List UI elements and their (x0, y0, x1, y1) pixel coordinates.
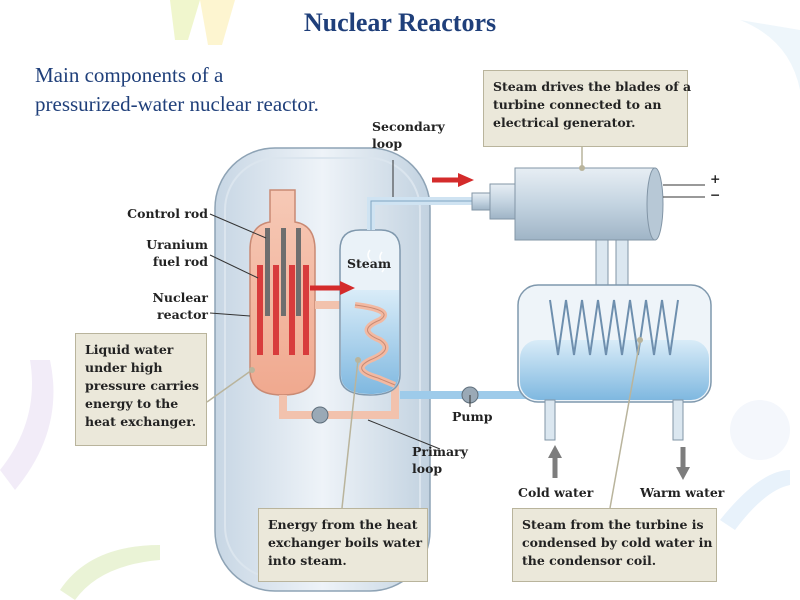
label-primary-loop-line2: loop (412, 461, 443, 476)
note-condensed-line1: Steam from the turbine is (522, 517, 704, 532)
label-nuclear-line1: Nuclear (152, 290, 208, 305)
note-condensed-line2: condensed by cold water in (522, 535, 713, 550)
note-energy: Energy from the heat exchanger boils wat… (258, 508, 428, 582)
label-nuclear-reactor: Nuclear reactor (110, 289, 208, 323)
label-secondary-loop-line2: loop (372, 136, 403, 151)
note-turbine: Steam drives the blades of a turbine con… (483, 70, 692, 147)
note-liquid-line3: pressure carries (85, 378, 199, 393)
label-cold-water: Cold water (518, 485, 594, 500)
label-pump: Pump (452, 409, 493, 424)
label-warm-water: Warm water (640, 485, 725, 500)
note-liquid-line4: energy to the (85, 396, 179, 411)
subtitle-line1: Main components of a (35, 63, 224, 87)
note-turbine-line1: Steam drives the blades of a (493, 79, 692, 94)
label-secondary-loop: Secondary loop (372, 118, 445, 152)
note-turbine-line3: electrical generator. (493, 115, 636, 130)
note-energy-line2: exchanger boils water (268, 535, 423, 550)
note-energy-line1: Energy from the heat (268, 517, 418, 532)
note-energy-line3: into steam. (268, 553, 347, 568)
label-nuclear-line2: reactor (157, 307, 208, 322)
label-plus-terminal: + (710, 171, 721, 186)
note-liquid-line1: Liquid water (85, 342, 174, 357)
note-condensed-line3: the condensor coil. (522, 553, 657, 568)
note-condensed: Steam from the turbine is condensed by c… (512, 508, 717, 582)
label-uranium-fuel-rod: Uranium fuel rod (110, 236, 208, 270)
label-secondary-loop-line1: Secondary (372, 119, 445, 134)
note-liquid-line5: heat exchanger. (85, 414, 197, 429)
label-minus-terminal: − (710, 187, 721, 202)
label-primary-loop-line1: Primary (412, 444, 468, 459)
label-uranium-line1: Uranium (146, 237, 208, 252)
subtitle-line2: pressurized-water nuclear reactor. (35, 92, 319, 116)
note-liquid-line2: under high (85, 360, 163, 375)
label-primary-loop: Primary loop (412, 443, 468, 477)
label-control-rod: Control rod (127, 206, 208, 221)
label-uranium-line2: fuel rod (152, 254, 208, 269)
note-turbine-line2: turbine connected to an (493, 97, 662, 112)
label-steam: Steam (347, 256, 392, 271)
page-title: Nuclear Reactors (303, 8, 497, 37)
note-liquid-water: Liquid water under high pressure carries… (75, 333, 207, 446)
